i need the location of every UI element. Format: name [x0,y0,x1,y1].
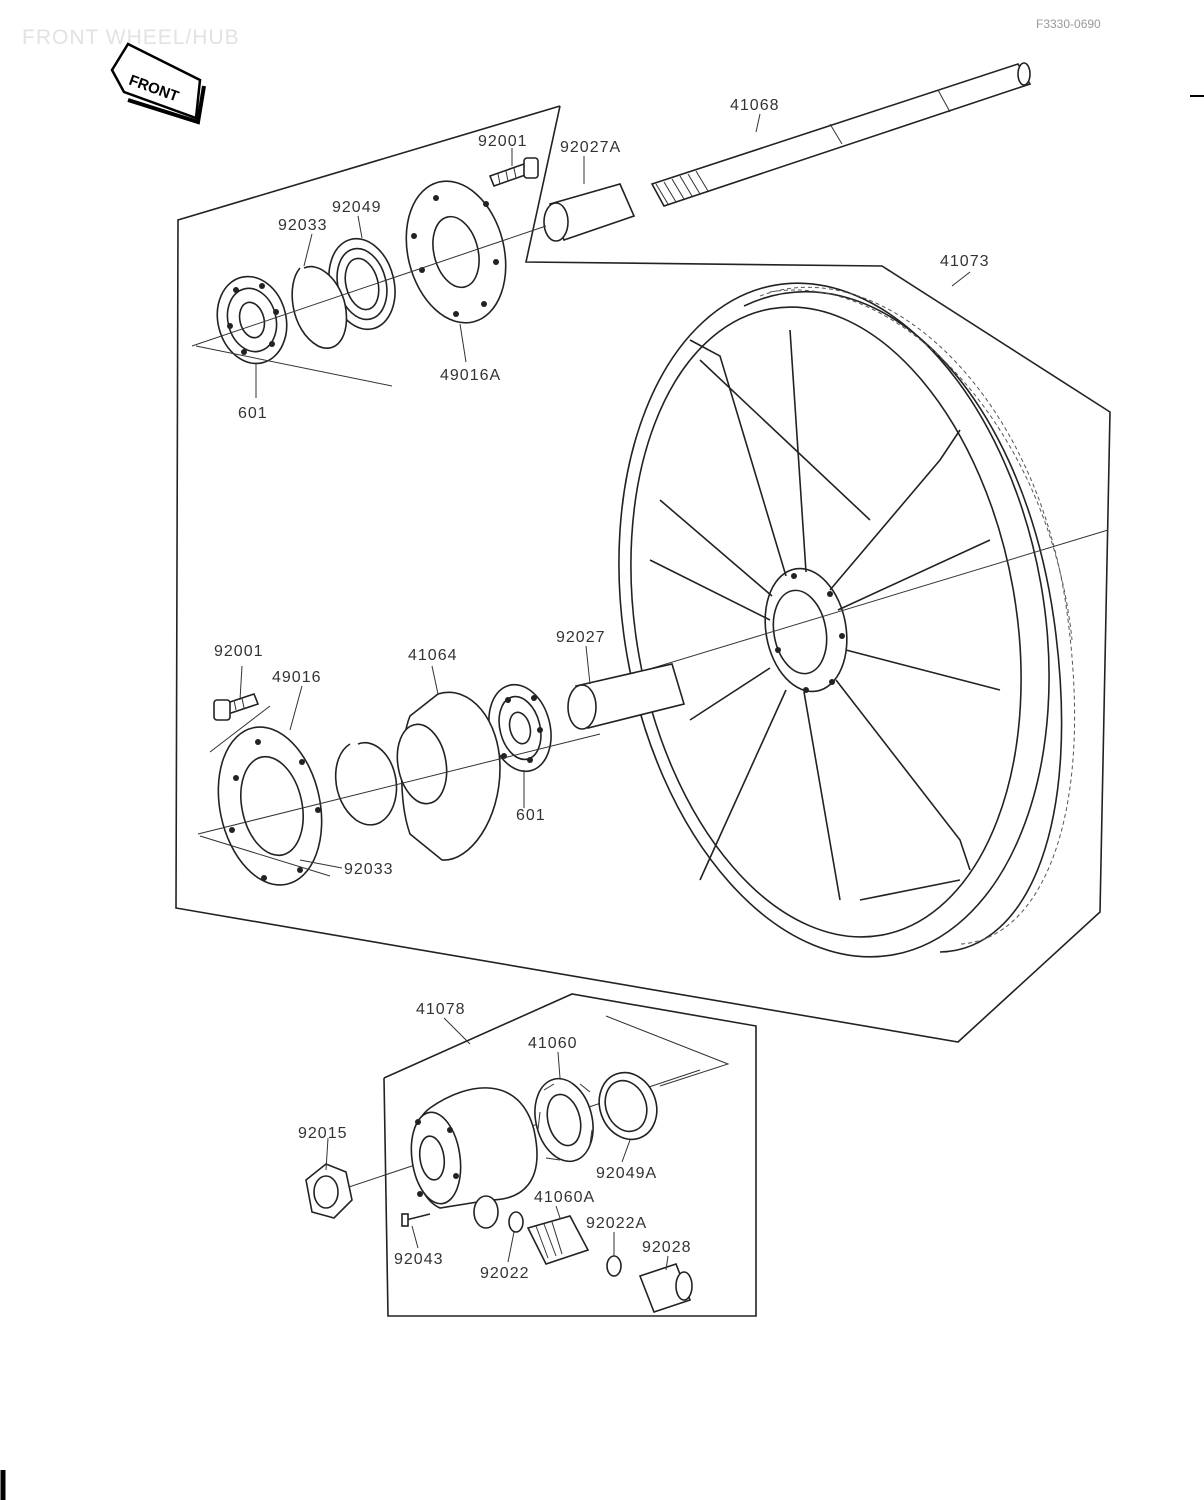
label-92027: 92027 [556,629,606,646]
pinion-41060A [526,1215,590,1265]
spacer-92027A [543,183,636,242]
label-601-top: 601 [238,405,268,422]
spacer-92027-mid [567,663,686,730]
diagram-title: FRONT WHEEL/HUB [22,26,240,49]
label-41073: 41073 [940,253,990,270]
label-41064: 41064 [408,647,458,664]
label-41060: 41060 [528,1035,578,1052]
bushing [473,1195,499,1229]
bolt-92001-mid [213,693,260,721]
washer-92022A [606,1255,622,1277]
washer-92022 [508,1211,524,1233]
circlip-92033-top [291,265,348,349]
label-49016: 49016 [272,669,322,686]
bushing-92028 [638,1263,693,1313]
reference-code: F3330-0690 [1036,17,1101,31]
main-assembly-frame [175,105,1111,1043]
wheel-41073 [599,282,1109,958]
speedometer-gear-frame [383,993,757,1317]
bearing-601-top [216,275,288,365]
label-92028: 92028 [642,1239,692,1256]
label-41068: 41068 [730,97,780,114]
label-92033-mid: 92033 [344,861,394,878]
screw-92043 [401,1213,431,1227]
label-92001-top: 92001 [478,133,528,150]
brake-disc-49016A [405,180,507,324]
label-92022: 92022 [480,1265,530,1282]
axle-41068 [650,62,1032,207]
label-92027A: 92027A [560,139,621,156]
label-92033-top: 92033 [278,217,328,234]
label-92049A: 92049A [596,1165,657,1182]
leader-lines [239,113,971,1271]
front-arrow-icon: FRONT [110,42,206,125]
label-92049: 92049 [332,199,382,216]
brake-disc-49016 [217,726,323,886]
label-41078: 41078 [416,1001,466,1018]
coupling-41064 [396,691,501,861]
label-92043: 92043 [394,1251,444,1268]
bolt-92001-top [488,157,539,188]
oil-seal-92049 [328,237,396,331]
drive-gear-41060 [534,1077,594,1163]
label-601-mid: 601 [516,807,546,824]
circlip-92033-mid [334,741,398,826]
axle-nut-92015 [305,1163,353,1219]
label-92015: 92015 [298,1125,348,1142]
label-41060A: 41060A [534,1189,595,1206]
label-92001-mid: 92001 [214,643,264,660]
oil-seal-92049A [598,1071,658,1141]
label-49016A: 49016A [440,367,501,384]
gear-housing-41078 [410,1087,538,1209]
bearing-601-mid [488,683,552,773]
label-92022A: 92022A [586,1215,647,1232]
